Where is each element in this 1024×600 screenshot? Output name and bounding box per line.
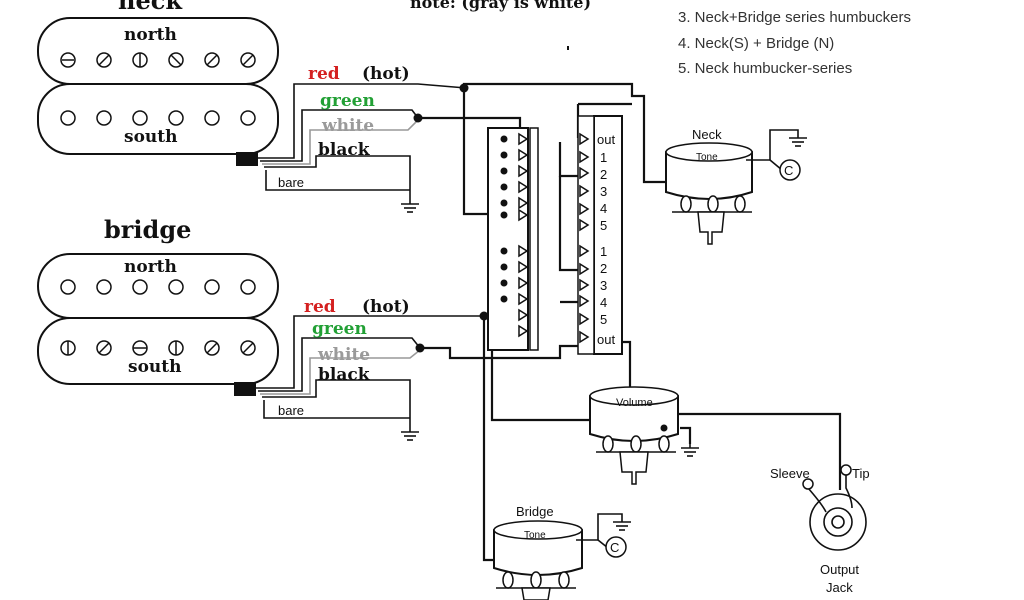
position-5-text: 5. Neck humbucker-series [678, 60, 852, 77]
neck-red-wire [258, 83, 467, 159]
switch-lower-3: 3 [600, 278, 607, 293]
bridge-south-label: south [128, 357, 181, 377]
bridge-tone-top [493, 520, 583, 540]
neck-green-label: green [320, 91, 375, 111]
neck-title: neck [118, 0, 183, 15]
neck-screw-poles [60, 52, 256, 68]
neck-tone-lugs [672, 195, 752, 245]
bridge-black-label: black [318, 365, 371, 385]
bridge-tone-lugs [496, 571, 576, 600]
position-3-text: 3. Neck+Bridge series humbuckers [678, 9, 911, 26]
neck-ground-icon [401, 192, 419, 213]
volume-top [589, 386, 679, 406]
volume-lugs [596, 435, 676, 485]
switch-lower-4: 4 [600, 295, 607, 310]
neck-tone-top [665, 142, 753, 162]
neck-slug-poles [60, 110, 256, 126]
neck-white-wire [262, 119, 419, 165]
bridge-white-wire [260, 349, 421, 395]
switch-upper-5: 5 [600, 218, 607, 233]
bridge-screw-poles [60, 340, 256, 356]
bridge-white-label: white [317, 345, 370, 365]
bridge-wires [256, 315, 484, 420]
bridge-title: bridge [104, 215, 191, 244]
position-4-text: 4. Neck(S) + Bridge (N) [678, 35, 834, 52]
bridge-cap-label: C [610, 540, 619, 555]
switch-left-joints [500, 135, 508, 303]
jack-label-line2: Jack [826, 580, 853, 595]
neck-north-label: north [124, 25, 177, 45]
switch-lower-1: 1 [600, 244, 607, 259]
neck-green-wire [260, 109, 419, 162]
neck-pickup: neck north south [37, 0, 279, 166]
jack-body [807, 472, 867, 551]
neck-white-label: white [321, 116, 374, 136]
neck-tone-title: Neck [692, 127, 722, 142]
volume-ground-icon [681, 444, 699, 457]
circuit-wires [418, 82, 842, 562]
neck-black-label: black [318, 140, 371, 160]
neck-tone-capacitor [779, 159, 801, 181]
jack-tip-lug [840, 464, 852, 476]
five-way-switch: out 1 2 3 4 5 1 2 3 4 5 out [487, 115, 623, 355]
jack-tip-label: Tip [852, 466, 870, 481]
neck-hot-label: (hot) [362, 64, 410, 84]
volume-joint [660, 424, 668, 432]
switch-lower-5: 5 [600, 312, 607, 327]
bridge-black-wire [262, 379, 411, 420]
switch-left-lugs [518, 132, 529, 338]
bridge-tone-label: Tone [524, 530, 546, 541]
jack-label-line1: Output [820, 562, 859, 577]
bridge-tone-title: Bridge [516, 504, 554, 519]
switch-out-upper: out [597, 132, 615, 147]
neck-black-wire [264, 155, 411, 192]
neck-south-label: south [124, 127, 177, 147]
neck-south-coil [37, 83, 279, 155]
switch-upper-3: 3 [600, 184, 607, 199]
jack-sleeve-lug [802, 478, 814, 490]
bridge-tone-pot: Bridge Tone C [493, 504, 631, 600]
switch-lower-2: 2 [600, 261, 607, 276]
switch-right-lugs [579, 132, 590, 344]
jack-sleeve-label: Sleeve [770, 466, 810, 481]
bridge-ground-icon [401, 420, 419, 441]
volume-pot: Volume [589, 386, 699, 485]
neck-tone-label: Tone [696, 152, 718, 163]
bridge-red-wire [256, 315, 484, 389]
bridge-bare-wire [263, 400, 410, 419]
bridge-green-wire [258, 337, 421, 392]
bridge-bare-label: bare [278, 403, 304, 418]
switch-upper-2: 2 [600, 167, 607, 182]
bridge-slug-poles [60, 279, 256, 295]
switch-out-lower: out [597, 332, 615, 347]
bridge-tone-capacitor [605, 536, 627, 558]
neck-cap-label: C [784, 163, 793, 178]
bridge-pickup: bridge north south [37, 215, 279, 396]
switch-upper-4: 4 [600, 201, 607, 216]
neck-red-label: red [308, 64, 340, 84]
volume-label: Volume [616, 397, 653, 409]
bridge-south-coil [37, 317, 279, 385]
junction-dots [413, 83, 489, 353]
bridge-north-label: north [124, 257, 177, 277]
switch-upper-1: 1 [600, 150, 607, 165]
neck-bare-label: bare [278, 175, 304, 190]
output-jack: Sleeve Tip Output Jack [770, 464, 870, 595]
switch-lug-strip [593, 115, 623, 355]
switch-left-rail [529, 127, 539, 351]
dot-mark [567, 46, 569, 50]
neck-bare-wire [265, 170, 410, 191]
neck-cable-exit [236, 152, 258, 166]
bridge-red-label: red [304, 297, 336, 317]
neck-wires [258, 83, 467, 192]
neck-tone-pot: Neck Tone C [665, 127, 807, 245]
bridge-hot-label: (hot) [362, 297, 410, 317]
note-text: note: (gray is white) [410, 0, 591, 12]
bridge-cable-exit [234, 382, 256, 396]
bridge-green-label: green [312, 319, 367, 339]
